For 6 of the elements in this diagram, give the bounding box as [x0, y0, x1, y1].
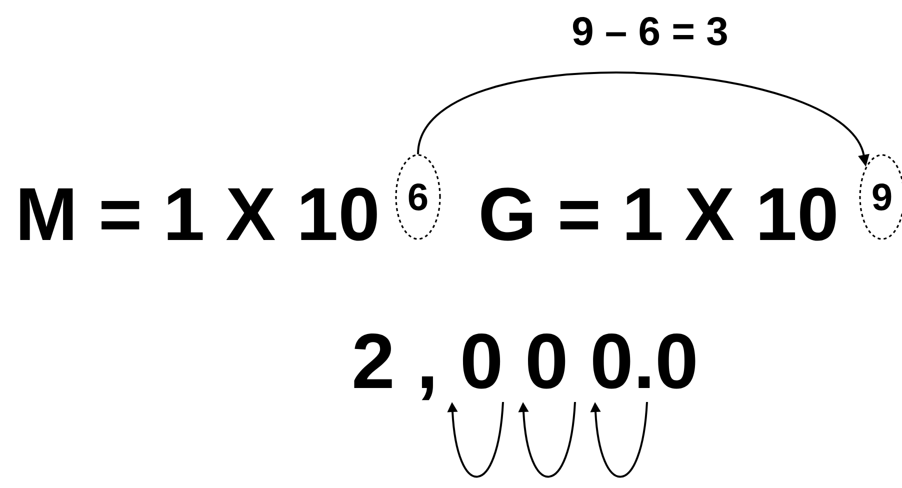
equation: M = 1 X 10 [20, 188, 377, 241]
edge-label: 9 – 6 = 3 [573, 17, 727, 46]
equation: G = 1 X 10 [481, 188, 836, 241]
equation: 2 , 0 0 0.0 [354, 334, 696, 400]
circled-exponent: 9 [859, 154, 902, 240]
circled-exponent: 6 [395, 154, 441, 240]
